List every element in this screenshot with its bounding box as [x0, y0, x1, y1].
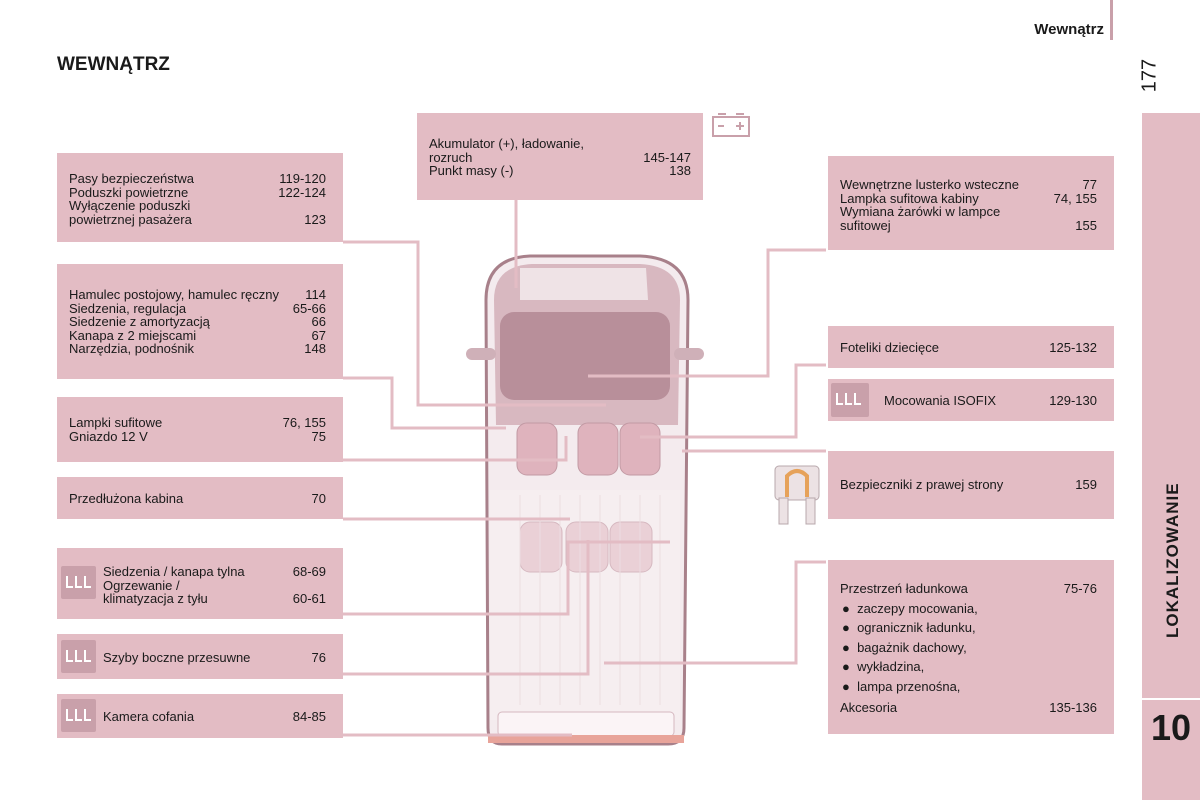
chapter-tab-label: LOKALIZOWANIE	[1163, 482, 1182, 638]
header-section-title: Wewnątrz	[1034, 21, 1104, 38]
header-rule	[1110, 0, 1113, 40]
chapter-number: 10	[1150, 707, 1192, 748]
seat-row-icon	[836, 393, 861, 405]
seat-row-icon	[66, 709, 91, 721]
list-item: Ogrzewanie /	[103, 577, 180, 593]
seat-row-icon-badge	[831, 383, 869, 417]
chapter-side-tab: LOKALIZOWANIE 10	[1142, 113, 1200, 800]
page-number: 177	[1138, 58, 1161, 93]
cargo-floor-stripes	[519, 495, 661, 705]
list-item: ● ogranicznik ładunku,	[842, 620, 976, 635]
list-item: Punkt masy (-)138	[429, 163, 691, 178]
chapter-tab-rule	[1142, 698, 1200, 700]
battery-icon	[712, 113, 750, 137]
front-seats	[516, 422, 661, 476]
list-item: Akumulator (+), ładowanie,	[429, 136, 584, 151]
list-item: ● wykładzina,	[842, 659, 925, 674]
seat-row-icon	[66, 650, 91, 662]
list-item: Wymiana żarówki w lampce	[840, 204, 1001, 219]
list-item: ● zaczepy mocowania,	[842, 600, 978, 616]
van-top-view-illustration	[343, 113, 826, 746]
seat-row-icon-badge	[61, 699, 96, 732]
callout-lines	[343, 200, 826, 737]
seat-row-icon	[66, 576, 91, 588]
seat-row-icon-badge	[61, 640, 96, 673]
van-body	[466, 254, 704, 746]
list-item: Wyłączenie poduszki	[69, 198, 191, 213]
page-title: WEWNĄTRZ	[57, 54, 170, 75]
fuse-icon	[774, 465, 820, 525]
list-item: ● lampa przenośna,	[842, 678, 961, 694]
list-item: ● bagażnik dachowy,	[842, 639, 967, 655]
seat-row-icon-badge	[61, 566, 96, 599]
